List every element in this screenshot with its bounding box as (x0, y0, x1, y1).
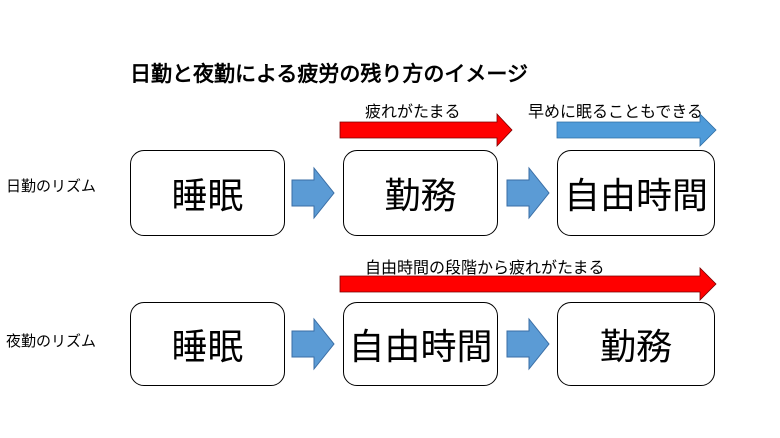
day-free-time-box: 自由時間 (557, 150, 715, 236)
night-work-box: 勤務 (557, 302, 715, 386)
day-flow-arrow-1-icon (291, 166, 335, 220)
diagram-title: 日勤と夜勤による疲労の残り方のイメージ (130, 62, 528, 86)
night-rhythm-label: 夜勤のリズム (6, 332, 97, 350)
day-work-box: 勤務 (343, 150, 498, 236)
day-recovery-note: 早めに眠ることもできる (528, 102, 704, 121)
day-sleep-box: 睡眠 (130, 150, 285, 236)
day-fatigue-arrow-icon (339, 112, 513, 148)
day-recovery-arrow-icon (556, 113, 717, 147)
night-free-time-box: 自由時間 (343, 302, 498, 386)
night-sleep-box: 睡眠 (130, 302, 285, 386)
day-fatigue-note: 疲れがたまる (365, 102, 461, 121)
night-flow-arrow-2-icon (506, 317, 550, 371)
night-fatigue-arrow-icon (339, 267, 717, 301)
day-rhythm-label: 日勤のリズム (6, 177, 97, 195)
night-flow-arrow-1-icon (291, 317, 335, 371)
night-fatigue-note: 自由時間の段階から疲れがたまる (365, 258, 605, 277)
day-flow-arrow-2-icon (506, 166, 550, 220)
